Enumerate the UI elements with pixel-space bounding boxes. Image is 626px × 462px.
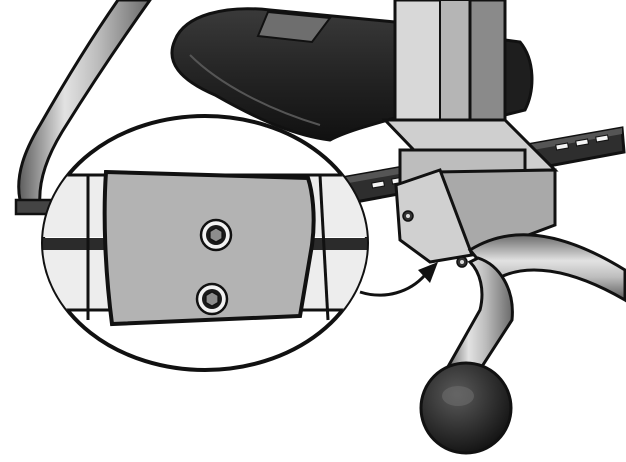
frame-tube-left	[14, 0, 152, 216]
seat-post	[393, 0, 507, 152]
detail-magnifier	[41, 114, 369, 372]
pointer-arrow	[359, 262, 438, 297]
bolt	[199, 218, 233, 252]
seat-cushion	[170, 7, 534, 142]
bolt	[195, 282, 229, 316]
end-cap	[419, 361, 513, 455]
